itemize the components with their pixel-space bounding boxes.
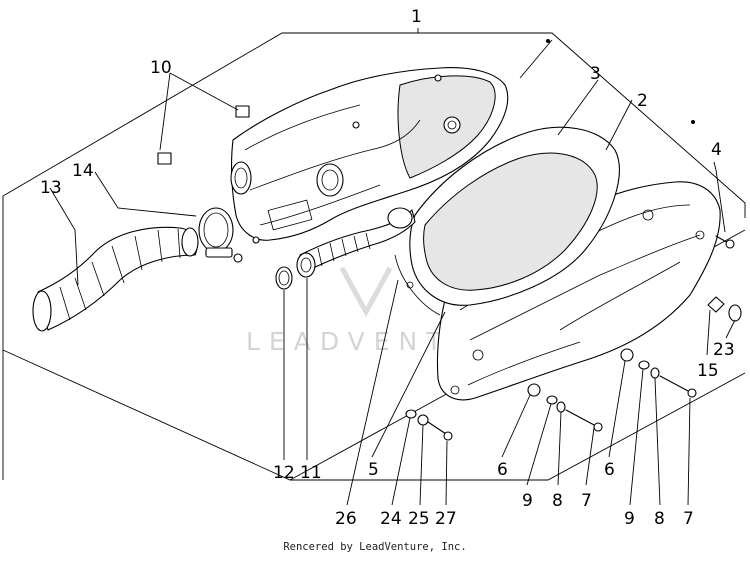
part-26-intake-duct xyxy=(299,207,416,273)
callout-13: 13 xyxy=(40,178,62,198)
callout-7a: 7 xyxy=(581,491,592,511)
callout-27: 27 xyxy=(435,509,457,529)
callout-9b: 9 xyxy=(624,509,635,529)
footer-credit: Rencered by LeadVenture, Inc. xyxy=(283,541,467,553)
callout-12: 12 xyxy=(273,463,295,483)
part-1-airbox-housing xyxy=(230,67,509,244)
part-13-intake-hose xyxy=(32,226,199,332)
callout-6a: 6 xyxy=(497,460,508,480)
leader-lines xyxy=(49,39,736,506)
callout-7b: 7 xyxy=(683,509,694,529)
callout-10: 10 xyxy=(150,58,172,78)
callout-9a: 9 xyxy=(522,491,533,511)
callout-5: 5 xyxy=(368,460,379,480)
callout-3: 3 xyxy=(590,64,601,84)
callout-labels: 1 2 3 4 10 14 13 12 11 26 5 24 25 27 6 9… xyxy=(40,7,735,529)
callout-2: 2 xyxy=(637,91,648,111)
part-3-gasket xyxy=(394,126,620,316)
callout-8b: 8 xyxy=(654,509,665,529)
callout-11: 11 xyxy=(300,463,322,483)
callout-1: 1 xyxy=(411,7,422,27)
part-4-screw xyxy=(715,235,735,249)
part-15-clip xyxy=(707,296,725,313)
part-10-clip-nuts xyxy=(157,105,250,165)
callout-4: 4 xyxy=(711,140,722,160)
callout-23: 23 xyxy=(713,340,735,360)
part-11-ring xyxy=(296,252,316,278)
part-14-hose-clamp xyxy=(198,207,243,263)
callout-24: 24 xyxy=(380,509,402,529)
callout-15: 15 xyxy=(697,361,719,381)
callout-25: 25 xyxy=(408,509,430,529)
hardware-set xyxy=(405,348,697,441)
callout-8a: 8 xyxy=(552,491,563,511)
part-12-clamp xyxy=(275,266,293,290)
callout-14: 14 xyxy=(72,161,94,181)
callout-26: 26 xyxy=(335,509,357,529)
part-23-grommet xyxy=(728,304,742,322)
callout-6b: 6 xyxy=(604,460,615,480)
